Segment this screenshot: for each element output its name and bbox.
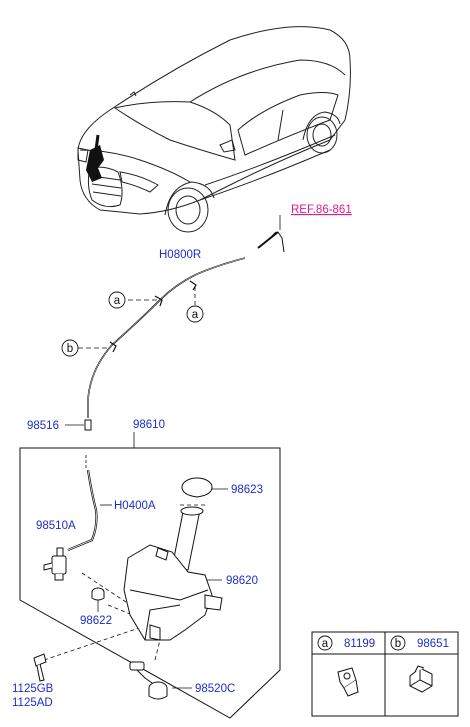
svg-text:a: a bbox=[192, 309, 199, 321]
clip-a-illustration bbox=[337, 667, 359, 697]
grommet-illustration bbox=[91, 587, 105, 601]
reservoir-location-marker bbox=[86, 134, 104, 182]
legend-b-part: 98651 bbox=[417, 638, 449, 650]
clip-b-illustration bbox=[409, 665, 433, 693]
legend-a-key: a bbox=[322, 638, 329, 650]
hose-lines bbox=[67, 231, 285, 552]
level-sensor-illustration bbox=[129, 661, 168, 700]
label-1125GB: 1125GB bbox=[12, 683, 54, 695]
legend-table: a 81199 b 98651 bbox=[311, 631, 459, 717]
label-98610: 98610 bbox=[133, 419, 165, 431]
legend-a-part: 81199 bbox=[344, 638, 375, 650]
ref-label[interactable]: REF.86-861 bbox=[291, 204, 352, 216]
car-illustration bbox=[77, 26, 351, 233]
svg-text:a: a bbox=[114, 295, 121, 307]
legend-b-key: b bbox=[395, 638, 401, 650]
callout-b: b bbox=[61, 339, 79, 357]
label-98510A: 98510A bbox=[36, 520, 76, 532]
label-98620: 98620 bbox=[226, 575, 258, 587]
callout-a-right: a bbox=[186, 305, 204, 323]
callout-a-left: a bbox=[108, 291, 126, 309]
reservoir-illustration bbox=[123, 506, 223, 641]
motor-illustration bbox=[43, 547, 67, 581]
label-98520C: 98520C bbox=[195, 683, 235, 695]
legend-b: b 98651 bbox=[390, 635, 449, 651]
label-H0400A: H0400A bbox=[114, 500, 156, 512]
bolt-illustration bbox=[33, 653, 47, 682]
legend-a: a 81199 bbox=[317, 635, 375, 651]
cap-illustration bbox=[181, 477, 213, 498]
label-98516: 98516 bbox=[27, 420, 59, 432]
label-1125AD: 1125AD bbox=[12, 697, 53, 709]
assembly-frame bbox=[19, 447, 281, 719]
label-98622: 98622 bbox=[80, 615, 112, 627]
label-H0800R: H0800R bbox=[159, 249, 201, 261]
label-98623: 98623 bbox=[231, 484, 263, 496]
svg-text:b: b bbox=[67, 343, 73, 355]
